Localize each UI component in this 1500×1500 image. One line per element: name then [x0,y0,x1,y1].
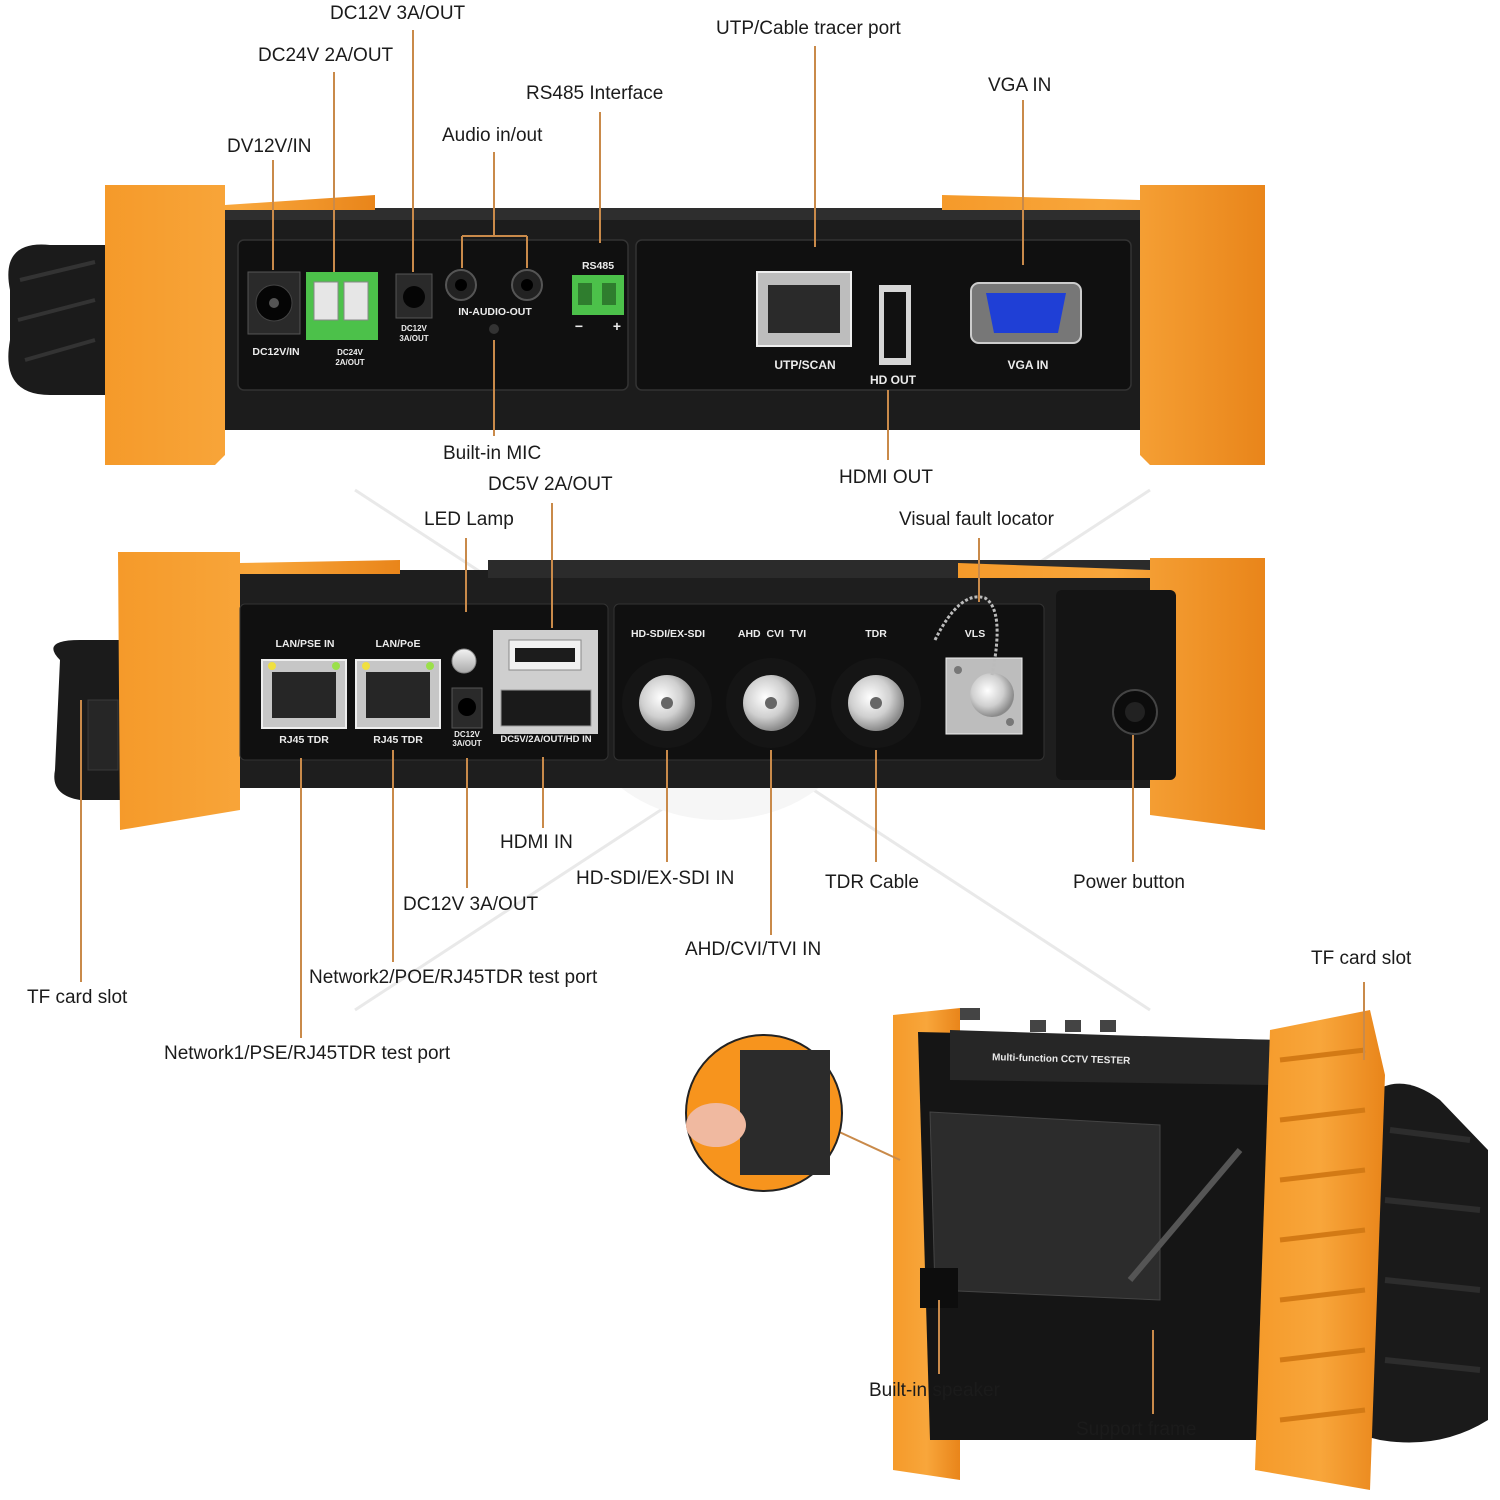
label-lan-poe: LAN/PoE [375,638,421,650]
callout-tdr-cable: TDR Cable [825,872,919,893]
label-audio: IN-AUDIO-OUT [458,306,532,318]
label-hd-out: HD OUT [870,373,916,387]
label-tdr-port: TDR [865,628,887,640]
callout-audio-in-out: Audio in/out [442,125,543,146]
label-dc12v-line1: DC12V [401,324,427,333]
label-vga-in-port: VGA IN [1007,358,1049,372]
label-rs485: RS485 [581,260,615,272]
tf-slot-zoom-inset [685,1034,901,1192]
callout-tf-card-slot-left: TF card slot [27,987,128,1008]
label-bottom-dc12v-line1: DC12V [454,730,480,739]
callout-utp-cable-tracer-port: UTP/Cable tracer port [716,18,901,39]
callout-hdmi-out: HDMI OUT [839,467,933,488]
back-device [893,1008,1488,1490]
callout-hd-sdi-ex-sdi-in: HD-SDI/EX-SDI IN [576,868,735,889]
callout-vga-in: VGA IN [988,75,1052,96]
callout-dc12v-3a-out-bottom: DC12V 3A/OUT [403,894,539,915]
label-hd-sdi-port: HD-SDI/EX-SDI [630,628,706,640]
callout-dc24v-2a-out: DC24V 2A/OUT [258,45,394,66]
callout-led-lamp: LED Lamp [424,509,514,530]
callout-hdmi-in: HDMI IN [500,832,573,853]
callout-dc5v-2a-out: DC5V 2A/OUT [488,474,613,495]
callout-lines [80,30,1365,1414]
label-rs485-plus: + [612,318,622,334]
label-ahd-port: AHD CVI TVI [737,628,807,640]
top-device [8,185,1265,465]
label-rj45-tdr-1: RJ45 TDR [279,734,329,746]
callout-network2: Network2/POE/RJ45TDR test port [309,967,598,988]
label-utp-scan: UTP/SCAN [774,358,836,372]
callout-ahd-cvi-tvi-in: AHD/CVI/TVI IN [685,939,822,960]
label-lan-pse-in: LAN/PSE IN [275,638,335,650]
callout-rs485-interface: RS485 Interface [526,83,664,104]
label-dc24v-line2: 2A/OUT [335,358,365,367]
middle-device [53,552,1265,830]
callout-support-frame: Support frame [1076,1419,1197,1440]
callout-visual-fault-locator: Visual fault locator [899,509,1054,530]
label-dc12v-in: DC12V/IN [252,346,300,358]
callout-dv12v-in: DV12V/IN [227,136,312,157]
label-rj45-tdr-2: RJ45 TDR [373,734,423,746]
callout-network1: Network1/PSE/RJ45TDR test port [164,1043,451,1064]
label-bottom-dc12v-line2: 3A/OUT [452,739,482,748]
callout-built-in-mic: Built-in MIC [443,443,542,464]
callout-built-in-speaker: Built-in speaker [869,1380,1000,1401]
label-vls-port: VLS [964,628,986,640]
label-dc24v-line1: DC24V [337,348,363,357]
callout-tf-card-slot-right: TF card slot [1311,948,1412,969]
callout-power-button: Power button [1073,872,1185,893]
label-dc12v-line2: 3A/OUT [399,334,429,343]
callout-dc12v-3a-out-top: DC12V 3A/OUT [330,3,466,24]
label-usb-hdmi: DC5V/2A/OUT/HD IN [500,734,592,745]
label-rs485-minus: − [574,318,584,334]
